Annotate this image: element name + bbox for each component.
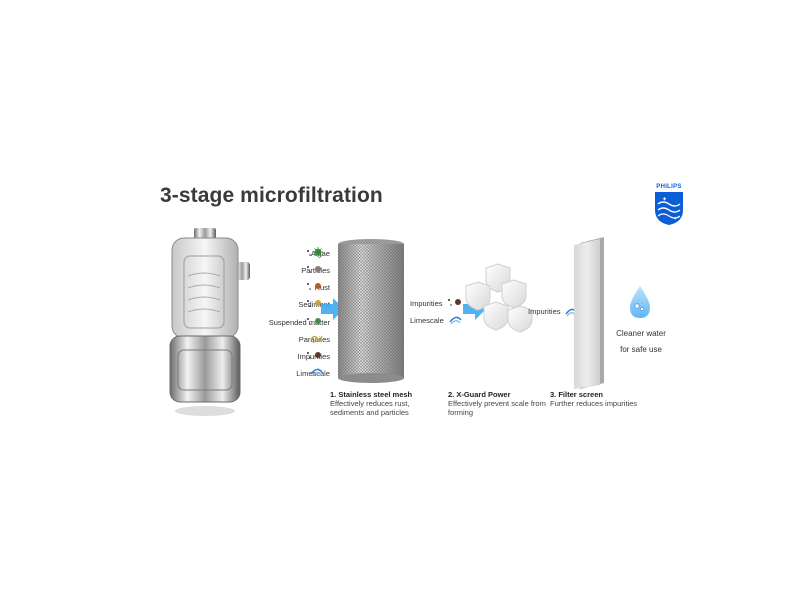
algae-icon [307,247,323,257]
contaminant-label: Sediment [298,300,330,309]
suspended-matter-icon [307,318,321,325]
x-guard-shields-image [465,263,533,333]
svg-text:✦: ✦ [673,216,677,222]
stage2-input-label: Limescale [410,316,444,325]
brand-name: PHILIPS [656,184,682,190]
stage-3-description: Further reduces impurities [550,399,638,408]
result-line-2: for safe use [620,345,662,354]
contaminant-label: Rust [314,283,330,292]
stainless-steel-mesh-image [338,239,404,383]
list-item: Limescale [230,369,330,378]
contaminant-label: Impurities [297,352,330,361]
limescale-icon [310,368,323,377]
parasites-icon [310,335,323,344]
page-title: 3-stage microfiltration [160,184,383,207]
contaminant-label: Parasites [298,335,330,344]
contaminant-label: Suspended matter [268,318,330,327]
stage2-input-icons [448,299,462,325]
filter-product-image [169,228,250,416]
stage-2-title: 2. X-Guard Power [448,390,511,399]
stage-1-title: 1. Stainless steel mesh [330,390,413,399]
stage-2-description: Effectively prevent scale from forming [448,399,546,417]
particles-icon [307,266,321,273]
stage-3-title: 3. Filter screen [550,390,603,399]
stage3-input-label: Impurities [528,307,561,316]
contaminant-icons [307,247,323,377]
limescale-icon [449,316,462,325]
stage-1-description: Effectively reduces rust, sediments and … [330,399,410,417]
philips-logo: PHILIPS ✦ ✦ [651,184,687,226]
clean-water-drop-icon [630,286,650,318]
stage2-input-label: Impurities [410,299,443,308]
philips-shield-icon: ✦ ✦ [655,192,683,225]
result-line-1: Cleaner water [616,329,666,338]
list-item: Impurities [230,352,330,361]
rust-icon [307,283,321,290]
contaminant-label: Limescale [296,369,330,378]
list-item: Suspended matter [230,318,330,327]
sediment-icon [307,300,321,307]
svg-text:✦: ✦ [662,196,667,203]
impurities-icon [307,352,321,359]
list-item: Sediment [230,300,330,309]
filter-screen-image [574,237,604,389]
list-item: Rust [230,283,330,292]
list-item: Parasites [230,335,330,344]
impurities-icon [448,299,461,306]
